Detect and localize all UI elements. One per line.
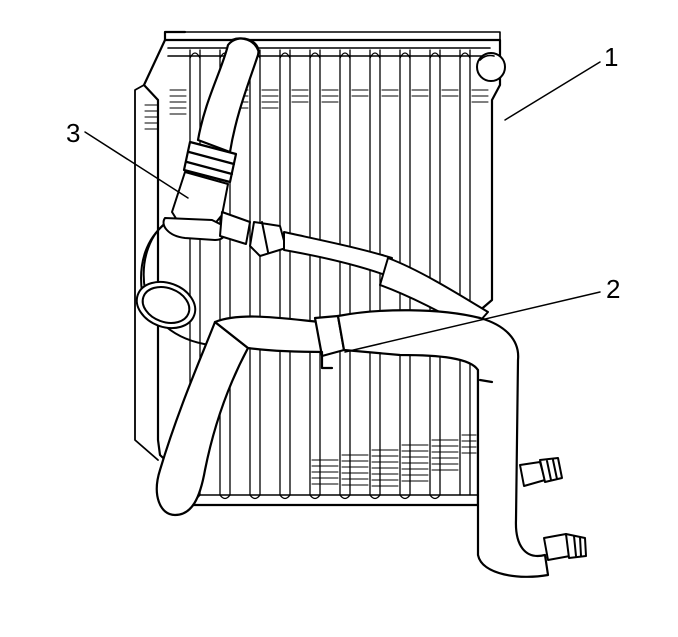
callout-2: 2 — [606, 274, 620, 304]
liquid-line — [283, 231, 489, 331]
suction-tube — [155, 309, 550, 578]
callout-3: 3 — [66, 118, 80, 148]
leader-lines — [84, 61, 601, 353]
upper-hose — [182, 37, 260, 184]
expansion-fitting — [162, 171, 287, 257]
callout-1: 1 — [604, 42, 618, 72]
leader-line-3 — [84, 131, 189, 199]
outlet-fittings — [519, 457, 587, 561]
leader-line-1 — [504, 61, 601, 121]
leader-line-2 — [344, 291, 601, 353]
